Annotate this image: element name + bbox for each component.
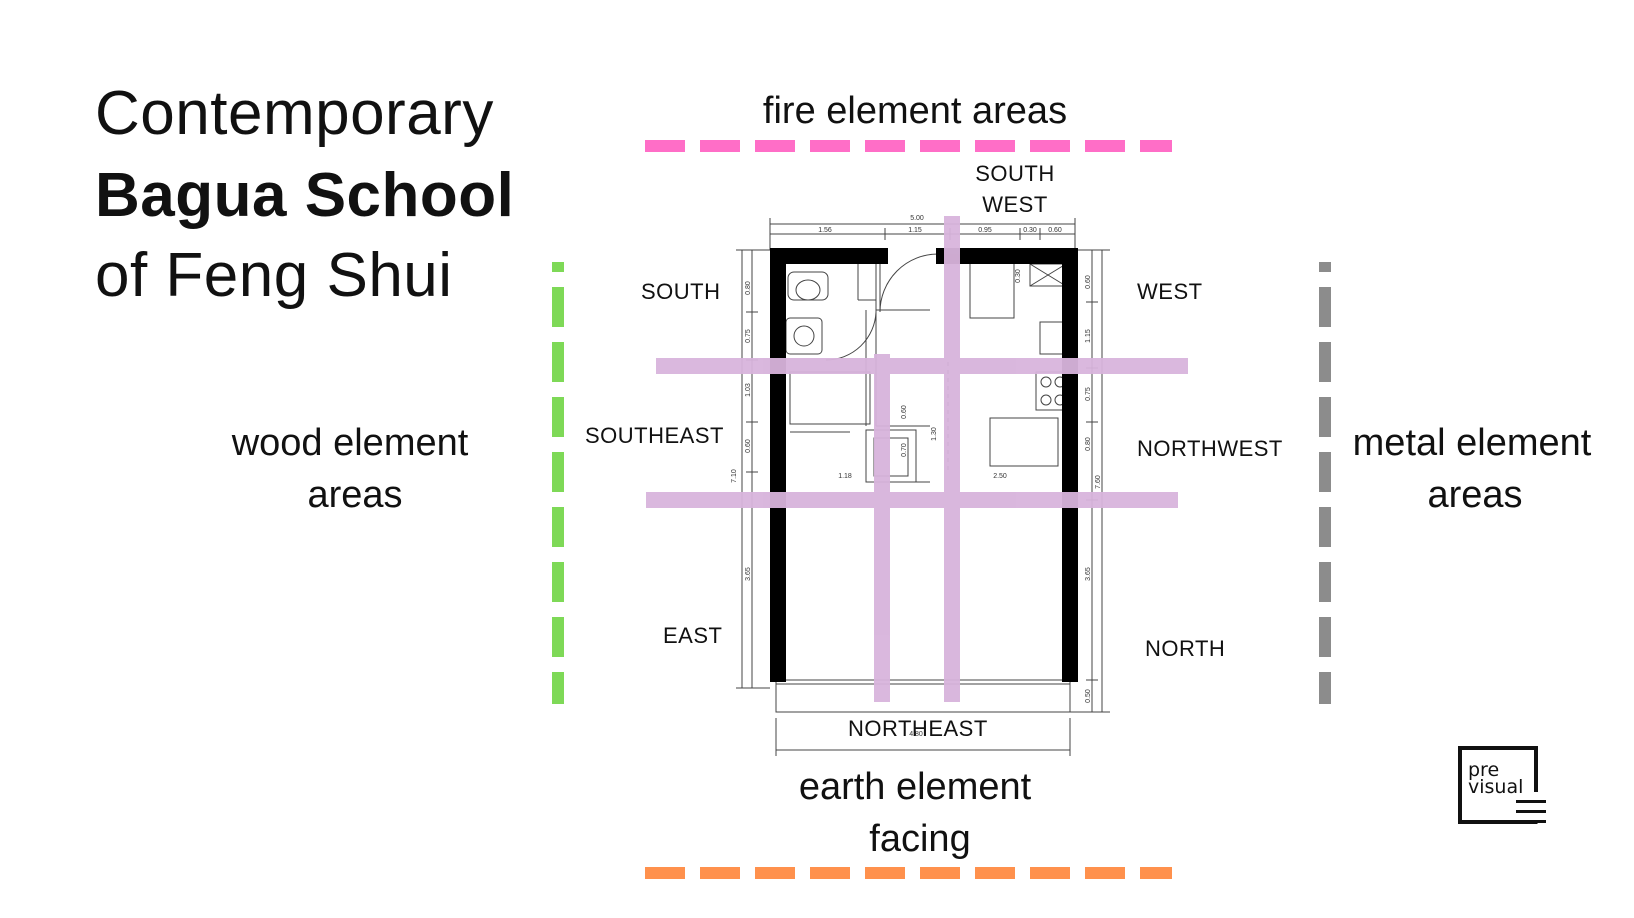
previsual-logo: pre visual	[1458, 746, 1546, 830]
direction-northeast: NORTHEAST	[848, 716, 988, 741]
dim-left-1: 0.80	[745, 281, 752, 295]
dim-left-5: 3.65	[745, 567, 752, 581]
dim-inner-3: 1.30	[931, 427, 938, 441]
dim-left-3: 1.03	[745, 383, 752, 397]
dim-left-total: 7.10	[731, 469, 738, 483]
direction-west: WEST	[1137, 279, 1203, 304]
bagua-grid-vertical-2	[944, 216, 960, 702]
earth-element-label-line1: earth element	[798, 766, 1032, 808]
dim-inner-1: 1.18	[838, 473, 852, 480]
direction-east: EAST	[663, 623, 723, 648]
wood-element-label-line1: wood element	[231, 422, 469, 464]
dim-right-1: 0.60	[1085, 275, 1092, 289]
metal-element-label-line2: areas	[1427, 474, 1523, 516]
title-line-1: Contemporary	[95, 79, 494, 148]
title-line-3: of Feng Shui	[95, 241, 453, 310]
dim-inner-2: 2.50	[993, 473, 1007, 480]
dim-top-5: 0.60	[1048, 227, 1062, 234]
dim-inner-6: 0.30	[1015, 269, 1022, 283]
dim-right-2: 1.15	[1085, 329, 1092, 343]
dim-right-4: 0.80	[1085, 437, 1092, 451]
title-line-2: Bagua School	[95, 161, 515, 230]
direction-south: SOUTH	[641, 279, 721, 304]
wood-element-label-line2: areas	[307, 474, 403, 516]
dim-right-3: 0.75	[1085, 387, 1092, 401]
floor-plan-walls	[770, 248, 1078, 682]
dim-left-4: 0.60	[745, 439, 752, 453]
direction-north: NORTH	[1145, 636, 1226, 661]
dim-right-6: 0.50	[1085, 689, 1092, 703]
direction-northwest: NORTHWEST	[1137, 436, 1283, 461]
bagua-grid-horizontal-1	[656, 358, 1188, 374]
dim-inner-4: 0.70	[901, 443, 908, 457]
logo-text-line2: visual	[1468, 776, 1524, 798]
dim-right-5: 3.65	[1085, 567, 1092, 581]
dimension-labels: 5.00 1.56 1.15 0.95 0.30 0.60 1.18 2.50 …	[731, 215, 1102, 738]
dim-right-total: 7.60	[1095, 475, 1102, 489]
dim-bottom-total: 4.80	[909, 731, 923, 738]
floor-plan	[736, 218, 1110, 756]
dim-top-1: 1.56	[818, 227, 832, 234]
dim-top-4: 0.30	[1023, 227, 1037, 234]
dim-top-total: 5.00	[910, 215, 924, 222]
earth-element-label-line2: facing	[869, 818, 971, 860]
logo-text-line1: pre	[1468, 759, 1500, 781]
metal-element-label-line1: metal element	[1352, 422, 1592, 464]
direction-southeast: SOUTHEAST	[585, 423, 724, 448]
dim-left-2: 0.75	[745, 329, 752, 343]
dim-top-3: 0.95	[978, 227, 992, 234]
direction-southwest-line2: WEST	[982, 192, 1048, 217]
direction-southwest-line1: SOUTH	[975, 161, 1055, 186]
bagua-grid-vertical-1	[874, 354, 890, 702]
bagua-grid-horizontal-2	[646, 492, 1178, 508]
bagua-grid	[646, 216, 1188, 702]
dim-top-2: 1.15	[908, 227, 922, 234]
fire-element-label: fire element areas	[762, 90, 1068, 132]
dim-inner-5: 0.60	[901, 405, 908, 419]
